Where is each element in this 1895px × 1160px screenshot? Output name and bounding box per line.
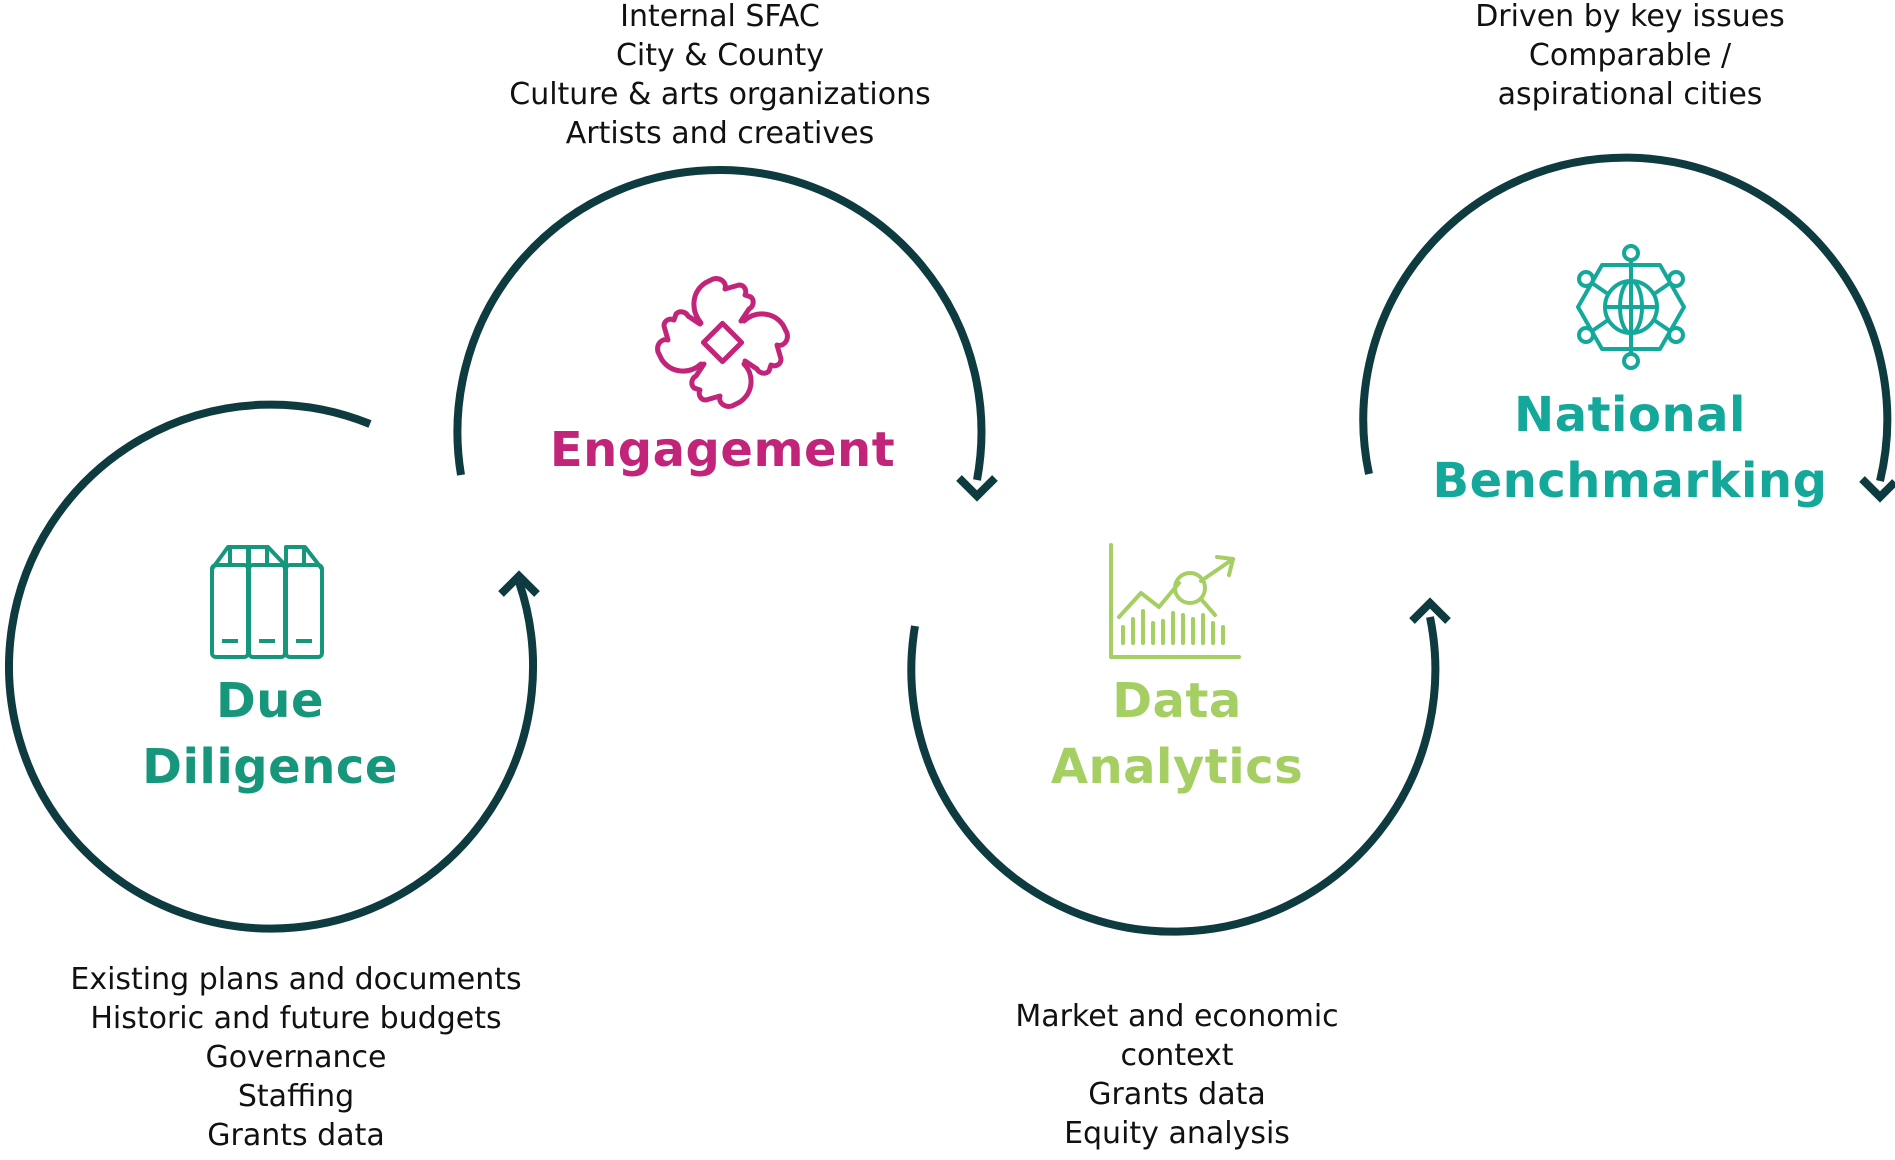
engagement-arrowhead	[956, 475, 998, 502]
engagement-notes: Internal SFAC City & County Culture & ar…	[470, 0, 970, 153]
data-analytics-arc	[907, 616, 1440, 936]
due-diligence-note: Governance	[205, 1040, 387, 1075]
national-benchmarking-title-line-2: Benchmarking	[1432, 453, 1828, 509]
engagement-note: Culture & arts organizations	[509, 77, 931, 112]
data-analytics-notes: Market and economic context Grants data …	[957, 997, 1397, 1153]
national-benchmarking-title-line-1: National	[1514, 387, 1746, 443]
data-analytics-note: context	[1120, 1038, 1234, 1073]
due-diligence-notes: Existing plans and documents Historic an…	[46, 960, 546, 1155]
national-benchmarking-note: Driven by key issues	[1475, 0, 1785, 34]
national-benchmarking-arrowhead	[1859, 476, 1895, 503]
due-diligence-note: Grants data	[207, 1118, 385, 1153]
engagement-note: City & County	[615, 38, 825, 73]
engagement-title: Engagement	[540, 417, 905, 483]
joined-hands-icon	[655, 276, 790, 409]
data-analytics-title-line-1: Data	[1112, 673, 1242, 729]
analytics-chart-icon	[1109, 543, 1241, 659]
national-benchmarking-note: Comparable /	[1528, 38, 1732, 73]
national-benchmarking-arc	[1359, 153, 1892, 482]
data-analytics-note: Equity analysis	[1064, 1116, 1290, 1151]
engagement-arc	[453, 165, 986, 481]
binders-icon	[210, 545, 324, 659]
due-diligence-note: Existing plans and documents	[70, 962, 522, 997]
national-benchmarking-title: National Benchmarking	[1430, 382, 1830, 514]
engagement-title-line-1: Engagement	[549, 422, 896, 478]
due-diligence-title-line-2: Diligence	[142, 739, 398, 795]
data-analytics-note: Market and economic	[1015, 999, 1339, 1034]
due-diligence-title: Due Diligence	[105, 668, 435, 800]
globe-network-icon	[1576, 244, 1686, 370]
engagement-note: Artists and creatives	[565, 116, 875, 151]
due-diligence-arc	[5, 400, 537, 933]
national-benchmarking-notes: Driven by key issues Comparable / aspira…	[1440, 0, 1820, 114]
due-diligence-arrowhead	[498, 570, 540, 597]
national-benchmarking-note: aspirational cities	[1497, 77, 1763, 112]
engagement-note: Internal SFAC	[620, 0, 820, 34]
due-diligence-note: Historic and future budgets	[90, 1001, 502, 1036]
data-analytics-arrowhead	[1409, 597, 1451, 624]
due-diligence-title-line-1: Due	[215, 673, 325, 729]
data-analytics-title-line-2: Analytics	[1050, 739, 1304, 795]
data-analytics-note: Grants data	[1088, 1077, 1266, 1112]
data-analytics-title: Data Analytics	[1022, 668, 1332, 800]
due-diligence-note: Staffing	[237, 1079, 355, 1114]
